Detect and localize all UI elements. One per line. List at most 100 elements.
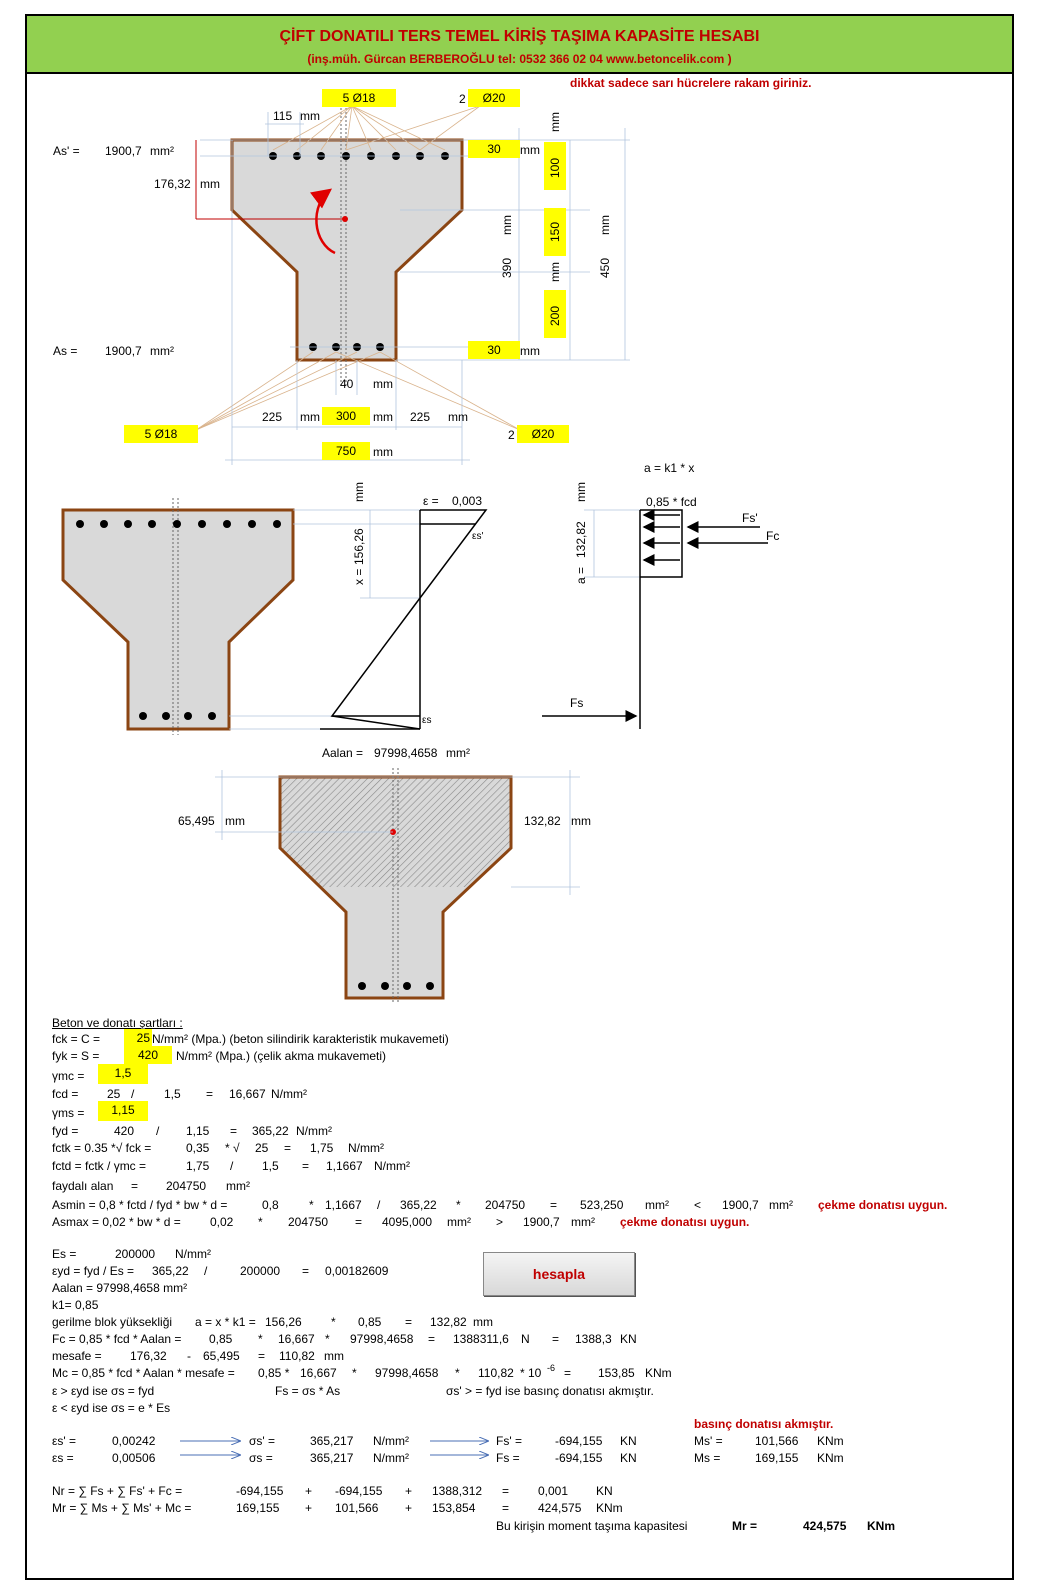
mesafe-v1: 176,32 xyxy=(130,1349,167,1363)
h2-value: 150 xyxy=(548,221,562,242)
fyd-eq: = xyxy=(230,1124,238,1138)
top-cover-input[interactable]: 30 xyxy=(468,140,520,158)
hesapla-button[interactable]: hesapla xyxy=(483,1252,635,1296)
gerilme-formula: a = x * k1 = xyxy=(195,1315,256,1329)
section-1-leader-lines xyxy=(195,105,521,431)
h-unit: mm xyxy=(598,215,612,235)
bottom-cover-input[interactable]: 30 xyxy=(468,341,520,359)
fc-eq2: = xyxy=(552,1332,560,1346)
aalan-label: Aalan = xyxy=(322,746,364,760)
fcd-op1: / xyxy=(131,1087,135,1101)
gerilme-label: gerilme blok yüksekliği xyxy=(52,1315,173,1329)
web-width-input[interactable]: 300 xyxy=(322,407,370,425)
mr-v2: 101,566 xyxy=(335,1501,379,1515)
fck-label: fck = C = xyxy=(52,1032,101,1046)
h3-input[interactable] xyxy=(544,290,566,338)
section-3-dimension-lines xyxy=(215,770,580,895)
fctd-unit: N/mm² xyxy=(374,1159,410,1173)
gerilme-v1: 156,26 xyxy=(265,1315,302,1329)
as-prime-unit: mm² xyxy=(150,144,174,158)
h2-unit: mm xyxy=(548,262,562,282)
asmax-v1: 0,02 xyxy=(210,1215,234,1229)
fs-prime-row-unit: KN xyxy=(620,1434,637,1448)
fctd-v1: 1,75 xyxy=(186,1159,210,1173)
section3-a-value: 132,82 xyxy=(524,814,561,828)
section-2-outline xyxy=(61,498,295,735)
page-title: ÇİFT DONATILI TERS TEMEL KİRİŞ TAŞIMA KA… xyxy=(279,28,760,45)
asmin-cmp: < xyxy=(694,1198,702,1212)
bottom-bars2-count: 2 xyxy=(508,428,515,442)
fyk-input[interactable]: 420 xyxy=(124,1046,172,1064)
gms-input[interactable]: 1,15 xyxy=(98,1101,148,1121)
as-prime-label: As' = xyxy=(53,144,80,158)
h1-input[interactable] xyxy=(544,142,566,190)
mesafe-label: mesafe = xyxy=(52,1349,102,1363)
d-unit: mm xyxy=(500,215,514,235)
sigma-s-value: 365,217 xyxy=(310,1451,354,1465)
fyd-v1: 420 xyxy=(114,1124,135,1138)
asmax-label: Asmax = 0,02 * bw * d = xyxy=(52,1215,181,1229)
fc-eq1: = xyxy=(428,1332,436,1346)
eps-label: ε = xyxy=(423,494,439,508)
fs-row-unit: KN xyxy=(620,1451,637,1465)
eps-s-row-value: 0,00506 xyxy=(112,1451,156,1465)
w-left-value: 225 xyxy=(262,410,283,424)
top-bars-input[interactable]: 5 Ø18 xyxy=(322,89,396,107)
asmin-as: 1900,7 xyxy=(722,1198,759,1212)
fs-prime-row-label: Fs' = xyxy=(496,1434,522,1448)
fyd-v2: 1,15 xyxy=(186,1124,210,1138)
rule1-a: ε > εyd ise σs = fyd xyxy=(52,1384,155,1398)
asmin-v3: 365,22 xyxy=(400,1198,437,1212)
h2-input[interactable] xyxy=(544,208,566,256)
as-label: As = xyxy=(53,344,78,358)
final-label: Bu kirişin moment taşıma kapasitesi xyxy=(496,1519,688,1533)
fck-input[interactable]: 25 xyxy=(124,1029,152,1047)
h3-value: 200 xyxy=(548,305,562,326)
fctk-label: fctk = 0.35 *√ fck = xyxy=(52,1141,152,1155)
top-bars2-input[interactable]: Ø20 xyxy=(468,89,520,107)
total-width-unit: mm xyxy=(373,445,393,459)
es-unit: N/mm² xyxy=(175,1247,211,1261)
nr-result: 0,001 xyxy=(538,1484,569,1498)
bottom-bars2-input[interactable]: Ø20 xyxy=(517,425,569,443)
fc-result-n: 1388311,6 xyxy=(453,1332,509,1346)
ms-prime-value: 101,566 xyxy=(755,1434,799,1448)
sigma-s-prime-label: σs' = xyxy=(249,1434,276,1448)
eyd-eq: = xyxy=(302,1264,310,1278)
asmin-v2: 1,1667 xyxy=(325,1198,362,1212)
faydali-value: 204750 xyxy=(166,1179,207,1193)
asmin-status: çekme donatısı uygun. xyxy=(818,1198,948,1212)
fctk-v2: 25 xyxy=(255,1141,269,1155)
mesafe-eq: = xyxy=(258,1349,266,1363)
a-label: a = xyxy=(574,566,588,584)
mc-v2: 16,667 xyxy=(300,1366,337,1380)
fctk-eq: = xyxy=(284,1141,292,1155)
fctd-result: 1,1667 xyxy=(326,1159,363,1173)
bottom-bars-input[interactable]: 5 Ø18 xyxy=(124,425,198,443)
notice-text: dikkat sadece sarı hücrelere rakam girin… xyxy=(570,76,812,90)
asmax-as: 1900,7 xyxy=(523,1215,560,1229)
spacing-value: 115 xyxy=(273,109,293,123)
aalan-value: 97998,4658 xyxy=(374,746,438,760)
yield-message: basınç donatısı akmıştır. xyxy=(694,1417,834,1431)
h1-value: 100 xyxy=(548,157,562,178)
es-value: 200000 xyxy=(115,1247,156,1261)
fs-prime-row-value: -694,155 xyxy=(555,1434,603,1448)
gerilme-result: 132,82 xyxy=(430,1315,467,1329)
fyk-label: fyk = S = xyxy=(52,1049,100,1063)
ms-prime-label: Ms' = xyxy=(694,1434,723,1448)
a-formula: a = k1 * x xyxy=(644,461,695,475)
mc-result: 153,85 xyxy=(598,1366,635,1380)
nr-v3: 1388,312 xyxy=(432,1484,483,1498)
section-3-outline xyxy=(278,768,513,1002)
gerilme-v2: 0,85 xyxy=(358,1315,382,1329)
header-banner: ÇİFT DONATILI TERS TEMEL KİRİŞ TAŞIMA KA… xyxy=(25,14,1014,74)
fyd-op1: / xyxy=(156,1124,160,1138)
ms-label: Ms = xyxy=(694,1451,721,1465)
gmc-input[interactable]: 1,5 xyxy=(98,1064,148,1084)
total-width-input[interactable]: 750 xyxy=(322,442,370,460)
x-unit: mm xyxy=(352,482,366,502)
h-value: 450 xyxy=(598,257,612,278)
gmc-label: γmc = xyxy=(52,1069,85,1083)
as-unit: mm² xyxy=(150,344,174,358)
